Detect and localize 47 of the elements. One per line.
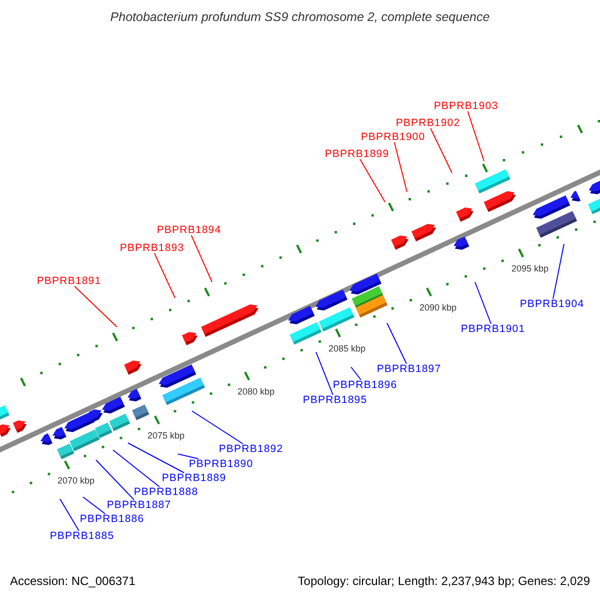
leader-line: [60, 498, 80, 532]
gene-label: PBPRB1888: [134, 486, 198, 498]
gene-label: PBPRB1899: [324, 148, 390, 160]
leader-line: [96, 460, 134, 500]
leader-line: [350, 366, 362, 380]
gene-label: PBPRB1887: [106, 500, 172, 510]
gene-label: PBPRB1897: [376, 364, 442, 374]
leader-line: [128, 442, 185, 474]
scale-label: 2070 kbp: [57, 476, 95, 486]
gene-label: PBPRB1892: [218, 444, 284, 454]
scale-label: 2080 kbp: [237, 388, 275, 396]
leader-line: [316, 352, 334, 396]
sequence-info: Topology: circular; Length: 2,237,943 bp; Genes: 2,029: [298, 575, 590, 587]
leader-line: [112, 450, 160, 488]
gene-label: PBPRB1890: [188, 458, 254, 470]
leader-line: [394, 142, 408, 192]
scale-label: 2075 kbp: [147, 432, 185, 440]
gene-label: PBPRB1900: [360, 132, 426, 142]
leader-line: [154, 252, 176, 298]
title: Photobacterium profundum SS9 chromosome 2, complete sequence: [110, 11, 490, 24]
gene-label: PBPRB1891: [36, 276, 102, 286]
leader-line: [467, 110, 484, 162]
gene-label: PBPRB1894: [156, 224, 222, 236]
gene-label: PBPRB1893: [120, 242, 184, 254]
leader-line: [82, 496, 106, 514]
scale-label: 2095 kbp: [511, 264, 549, 274]
leader-line: [192, 410, 244, 444]
scale-label: 2090 kbp: [419, 304, 457, 312]
leader-line: [474, 282, 492, 324]
gene-label: PBPRB1885: [50, 530, 114, 542]
leader-line: [552, 244, 564, 300]
leader-line: [386, 322, 407, 364]
gene-label: PBPRB1904: [520, 298, 584, 310]
gene-label: PBPRB1902: [396, 118, 460, 128]
leader-line: [360, 158, 386, 202]
scale-label: 2085 kbp: [328, 344, 366, 354]
leader-line: [178, 454, 199, 460]
gene-label: PBPRB1901: [460, 324, 526, 334]
leader-line: [74, 286, 118, 328]
gene-label: PBPRB1886: [80, 514, 144, 524]
leader-line: [190, 234, 212, 282]
leader-line: [430, 128, 452, 174]
gene-label: PBPRB1895: [302, 394, 368, 406]
accession-note: Accession: NC_006371: [10, 575, 136, 587]
gene-label: PBPRB1889: [162, 472, 226, 484]
gene-label: PBPRB1903: [434, 100, 498, 112]
gene-label: PBPRB1896: [332, 380, 398, 390]
